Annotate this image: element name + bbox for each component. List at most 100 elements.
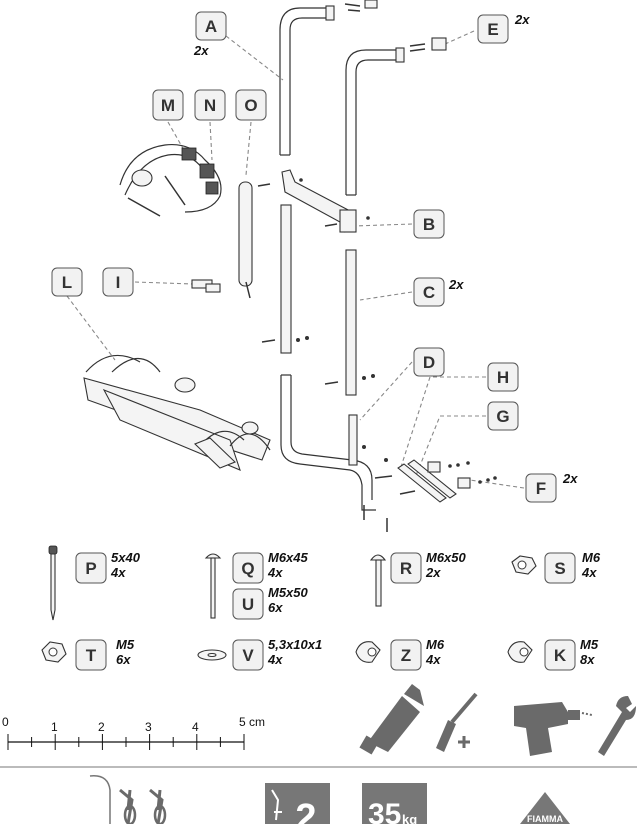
ruler-label-4: 4: [192, 720, 199, 734]
svg-text:N: N: [204, 96, 216, 115]
label-i: I: [102, 267, 134, 297]
top-hardware: [344, 0, 378, 12]
svg-text:Q: Q: [241, 559, 254, 578]
strap-o: [238, 181, 253, 299]
svg-text:C: C: [423, 283, 435, 302]
ruler-label-end: 5 cm: [239, 715, 265, 729]
hardware-q: Q M6x45 4x: [204, 550, 309, 619]
label-m: M: [152, 89, 184, 121]
svg-text:5,3x10x1: 5,3x10x1: [268, 637, 322, 652]
screwdriver-plus-icon: [436, 692, 478, 752]
svg-text:B: B: [423, 215, 435, 234]
svg-text:4x: 4x: [267, 565, 283, 580]
svg-text:2x: 2x: [193, 43, 209, 58]
svg-text:2x: 2x: [562, 471, 578, 486]
ruler-label-3: 3: [145, 720, 152, 734]
tube-e: [345, 37, 447, 196]
label-n: N: [194, 89, 226, 121]
svg-text:S: S: [554, 559, 565, 578]
tube-d: [280, 374, 416, 532]
svg-text:M: M: [161, 96, 175, 115]
svg-text:6x: 6x: [116, 652, 131, 667]
label-g: G: [487, 401, 519, 431]
bikes-count-badge: 2: [265, 783, 330, 829]
svg-text:Z: Z: [401, 646, 411, 665]
wrench-icon: [598, 696, 636, 756]
svg-text:O: O: [244, 96, 257, 115]
label-c: C 2x: [413, 277, 464, 307]
bike-load-icon: [89, 775, 167, 826]
svg-text:E: E: [487, 20, 498, 39]
svg-text:M5: M5: [116, 637, 135, 652]
label-d: D: [413, 347, 445, 377]
svg-text:M6: M6: [426, 637, 445, 652]
hardware-k: K M5 8x: [507, 637, 599, 671]
svg-text:FIAMMA: FIAMMA: [527, 814, 563, 824]
ruler-ticks: [7, 734, 245, 750]
svg-text:4x: 4x: [425, 652, 441, 667]
hardware-r: R M6x50 2x: [369, 550, 467, 607]
clamp-arm-mn: [119, 143, 222, 217]
svg-text:T: T: [86, 646, 97, 665]
hardware-u: U M5x50 6x: [232, 585, 309, 620]
svg-text:H: H: [497, 368, 509, 387]
label-a: A 2x: [193, 11, 227, 58]
svg-text:M6x50: M6x50: [426, 550, 467, 565]
label-l: L: [51, 267, 83, 297]
label-o: O: [235, 89, 267, 121]
svg-text:6x: 6x: [268, 600, 283, 615]
svg-text:L: L: [62, 273, 72, 292]
brand-logo: FIAMMA: [520, 792, 570, 824]
svg-text:G: G: [496, 407, 509, 426]
svg-text:F: F: [536, 479, 546, 498]
ruler-label-1: 1: [51, 720, 58, 734]
label-f: F 2x: [525, 471, 578, 503]
ruler-label-2: 2: [98, 720, 105, 734]
tube-c: [324, 249, 375, 396]
svg-text:2: 2: [295, 797, 316, 824]
svg-text:U: U: [242, 595, 254, 614]
svg-text:M5x50: M5x50: [268, 585, 309, 600]
label-e: E 2x: [477, 12, 530, 44]
bracket-b: [257, 169, 370, 233]
svg-text:2x: 2x: [448, 277, 464, 292]
hardware-s: S M6 4x: [511, 550, 601, 584]
rails-h-g: [397, 459, 497, 503]
part-i: [191, 279, 221, 293]
svg-text:2x: 2x: [425, 565, 441, 580]
svg-text:4x: 4x: [110, 565, 126, 580]
hardware-v: V 5,3x10x1 4x: [197, 637, 322, 671]
svg-text:4x: 4x: [267, 652, 283, 667]
label-h: H: [487, 362, 519, 392]
svg-text:4x: 4x: [581, 565, 597, 580]
svg-text:R: R: [400, 559, 412, 578]
platform-l: [83, 354, 271, 471]
power-drill-icon: [514, 702, 593, 756]
svg-text:A: A: [205, 17, 217, 36]
svg-text:5x40: 5x40: [111, 550, 141, 565]
hardware-z: Z M6 4x: [355, 637, 445, 671]
svg-text:35: 35: [368, 798, 401, 824]
svg-text:I: I: [116, 273, 121, 292]
svg-text:2x: 2x: [514, 12, 530, 27]
tube-lower-left: [261, 204, 309, 354]
ruler: 0 1 2 3 4 5 cm: [2, 715, 265, 750]
svg-text:M5: M5: [580, 637, 599, 652]
ruler-label-0: 0: [2, 715, 9, 729]
svg-text:kg: kg: [402, 812, 417, 824]
hardware-p: P 5x40 4x: [48, 545, 141, 621]
svg-text:M6: M6: [582, 550, 601, 565]
weight-badge: 35 kg: [362, 783, 427, 829]
svg-text:D: D: [423, 353, 435, 372]
svg-text:K: K: [554, 646, 567, 665]
label-b: B: [413, 209, 445, 239]
tube-a: [279, 5, 335, 156]
svg-text:P: P: [85, 559, 96, 578]
svg-text:M6x45: M6x45: [268, 550, 309, 565]
grease-tube-icon: [359, 684, 424, 755]
svg-text:V: V: [242, 646, 254, 665]
svg-text:8x: 8x: [580, 652, 595, 667]
hardware-t: T M5 6x: [41, 637, 135, 671]
